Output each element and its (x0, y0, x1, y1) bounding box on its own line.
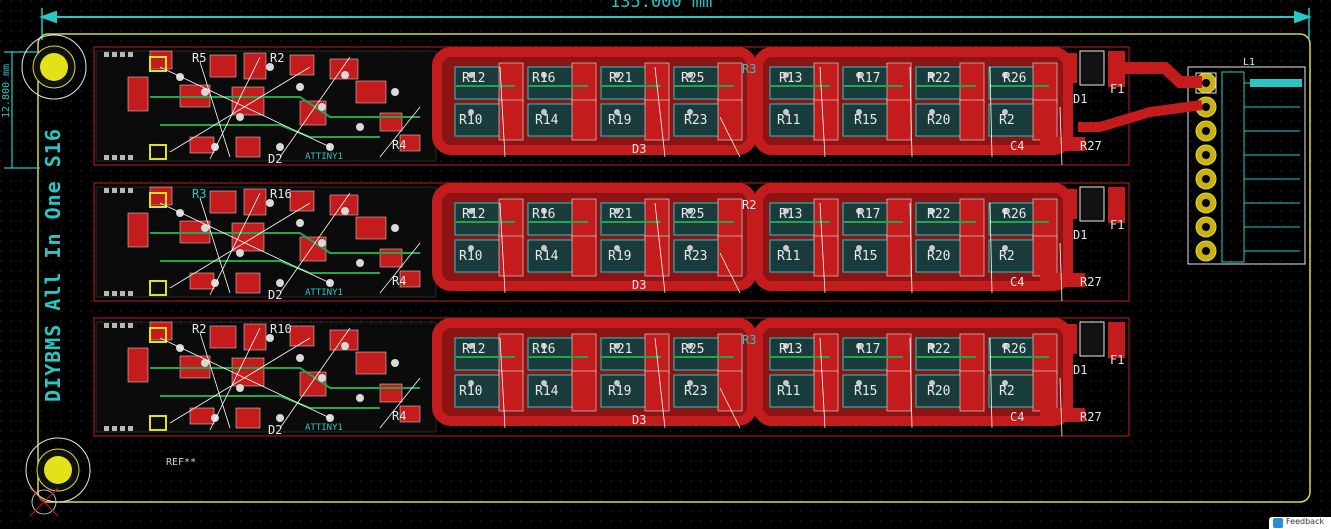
resistor-label-bottom: R20 (927, 249, 951, 264)
resistor-label-bottom: R11 (777, 249, 801, 264)
component-label: R2 (192, 322, 207, 336)
resistor-label-bottom: R20 (927, 113, 951, 128)
mounting-hole-top (21, 34, 87, 100)
resistor-label-bottom: R14 (535, 113, 559, 128)
width-dimension (39, 8, 1312, 40)
resistor-label-bottom: R10 (459, 113, 483, 128)
resistor-label-top: R21 (609, 207, 633, 222)
resistor-label-top: R13 (779, 71, 803, 86)
resistor-label-bottom: R15 (854, 384, 878, 399)
board-outline (37, 33, 1311, 503)
component-label: R3 (192, 187, 207, 201)
resistor-label-bottom: R19 (608, 113, 632, 128)
resistor-label-top: R21 (609, 71, 633, 86)
component-label: F1 (1110, 218, 1125, 232)
resistor-label-bottom: R19 (608, 249, 632, 264)
component-label: ATTINY1 (305, 423, 343, 433)
component-label: R2 (270, 51, 285, 65)
connector-l1 (1187, 66, 1306, 265)
resistor-label-bottom: R15 (854, 113, 878, 128)
resistor-label-top: R26 (1003, 207, 1027, 222)
resistor-label-top: R26 (1003, 342, 1027, 357)
component-label: R3 (742, 333, 757, 347)
module-2 (93, 182, 1130, 302)
component-label: R4 (392, 138, 407, 152)
component-label: ATTINY1 (305, 152, 343, 162)
resistor-label-bottom: R2 (999, 249, 1015, 264)
resistor-label-top: R25 (681, 342, 705, 357)
resistor-label-top: R26 (1003, 71, 1027, 86)
component-label: D1 (1073, 363, 1088, 377)
resistor-label-top: R16 (532, 342, 556, 357)
resistor-label-top: R25 (681, 207, 705, 222)
resistor-label-top: R22 (927, 207, 951, 222)
height-dimension (4, 51, 40, 169)
resistor-label-bottom: R2 (999, 384, 1015, 399)
component-label: R2 (742, 198, 757, 212)
resistor-label-top: R16 (532, 71, 556, 86)
resistor-label-top: R21 (609, 342, 633, 357)
component-label: D1 (1073, 92, 1088, 106)
component-label: ATTINY1 (305, 288, 343, 298)
component-label: D1 (1073, 228, 1088, 242)
component-label: D3 (632, 278, 647, 292)
resistor-label-top: R17 (857, 207, 881, 222)
resistor-label-bottom: R14 (535, 249, 559, 264)
component-label: D3 (632, 413, 647, 427)
resistor-label-bottom: R19 (608, 384, 632, 399)
resistor-label-bottom: R23 (684, 384, 708, 399)
connector-label: L1 (1243, 57, 1256, 68)
resistor-label-bottom: R10 (459, 384, 483, 399)
resistor-label-top: R22 (927, 71, 951, 86)
feedback-button[interactable]: Feedback (1269, 517, 1331, 529)
component-label: R4 (392, 274, 407, 288)
resistor-label-top: R12 (462, 71, 486, 86)
resistor-label-top: R22 (927, 342, 951, 357)
resistor-label-top: R12 (462, 207, 486, 222)
resistor-label-top: R17 (857, 342, 881, 357)
module-3 (93, 317, 1130, 437)
component-label: R3 (742, 62, 757, 76)
resistor-label-top: R16 (532, 207, 556, 222)
component-label: R5 (192, 51, 207, 65)
component-label: C4 (1010, 410, 1025, 424)
component-label: F1 (1110, 353, 1125, 367)
component-label: D2 (268, 288, 283, 302)
component-label: R4 (392, 409, 407, 423)
resistor-label-top: R12 (462, 342, 486, 357)
mounting-hole-bottom (25, 437, 91, 517)
resistor-label-bottom: R11 (777, 113, 801, 128)
resistor-label-top: R17 (857, 71, 881, 86)
resistor-label-bottom: R11 (777, 384, 801, 399)
resistor-label-top: R13 (779, 207, 803, 222)
component-label: C4 (1010, 275, 1025, 289)
resistor-label-bottom: R15 (854, 249, 878, 264)
resistor-label-top: R13 (779, 342, 803, 357)
component-label: D3 (632, 142, 647, 156)
resistor-label-bottom: R23 (684, 113, 708, 128)
component-label: R10 (270, 322, 292, 336)
component-label: D2 (268, 152, 283, 166)
component-label: F1 (1110, 82, 1125, 96)
component-label: R27 (1080, 410, 1102, 424)
width-dimension-label: 135.000 mm (610, 0, 713, 12)
component-label: D2 (268, 423, 283, 437)
ref-placeholder-label: REF** (166, 457, 197, 468)
resistor-label-bottom: R23 (684, 249, 708, 264)
component-label: C4 (1010, 139, 1025, 153)
resistor-label-bottom: R2 (999, 113, 1015, 128)
module-1 (93, 46, 1130, 166)
component-label: R27 (1080, 139, 1102, 153)
resistor-label-bottom: R14 (535, 384, 559, 399)
board-title-silkscreen: DIYBMS All In One S16 (41, 128, 65, 402)
component-label: R16 (270, 187, 292, 201)
resistor-label-bottom: R20 (927, 384, 951, 399)
feedback-icon (1273, 518, 1283, 528)
resistor-label-top: R25 (681, 71, 705, 86)
component-label: R27 (1080, 275, 1102, 289)
height-dimension-label: 12.800 mm (1, 63, 12, 118)
resistor-label-bottom: R10 (459, 249, 483, 264)
